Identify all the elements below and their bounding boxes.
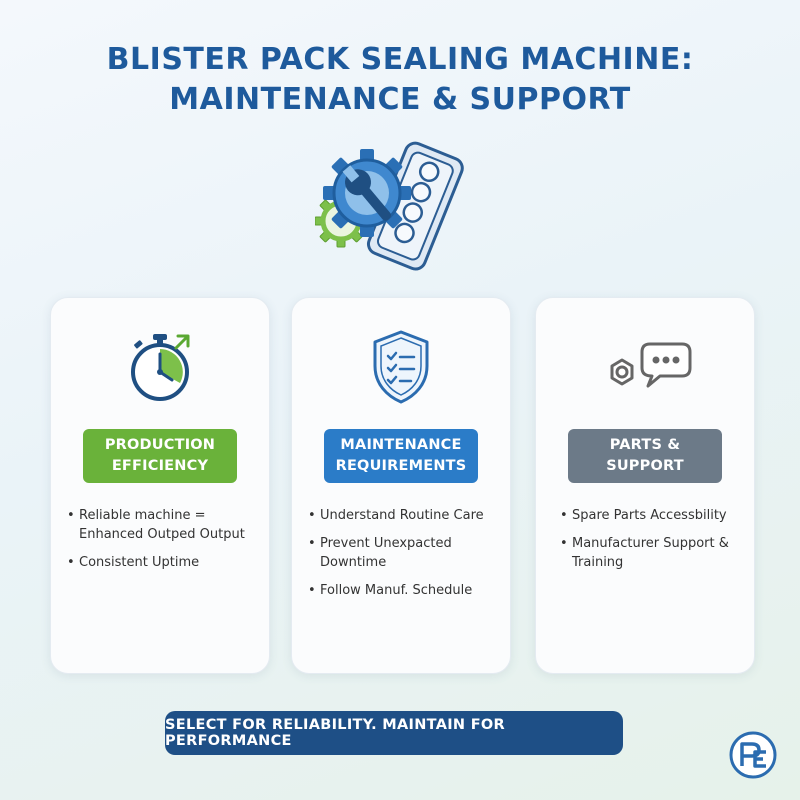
gear-wrench-blister-pack-icon: [315, 141, 464, 271]
bullet-list: Spare Parts Accessbility Manufacturer Su…: [550, 506, 750, 581]
stopwatch-icon: [131, 334, 190, 401]
page-title-line-1: BLISTER PACK SEALING MACHINE:: [106, 42, 694, 77]
production-efficiency-card: PRODUCTION EFFICIENCY Reliable machine =…: [50, 297, 270, 674]
card-title-line-2: EFFICIENCY: [111, 458, 209, 474]
parts-support-label: PARTS & SUPPORT: [568, 429, 722, 483]
card-title-line-1: PARTS &: [609, 437, 681, 453]
pe-logo-icon: [729, 731, 777, 779]
list-item: Consistent Uptime: [65, 553, 265, 572]
card-title-line-2: REQUIREMENTS: [335, 458, 467, 474]
list-item: Spare Parts Accessbility: [550, 506, 750, 525]
list-item: Reliable machine = Enhanced Outped Outpu…: [65, 506, 265, 544]
shield-checklist-icon: [373, 330, 429, 404]
page-title-line-2: MAINTENANCE & SUPPORT: [169, 82, 631, 117]
list-item: Follow Manuf. Schedule: [306, 581, 506, 600]
nut-chat-bubble-icon: [610, 342, 692, 388]
card-title-line-1: PRODUCTION: [104, 437, 216, 453]
maintenance-requirements-label: MAINTENANCE REQUIREMENTS: [324, 429, 478, 483]
list-item: Manufacturer Support & Training: [550, 534, 750, 572]
parts-support-card: PARTS & SUPPORT Spare Parts Accessbility…: [535, 297, 755, 674]
production-efficiency-label: PRODUCTION EFFICIENCY: [83, 429, 237, 483]
bullet-list: Understand Routine Care Prevent Unexpact…: [306, 506, 506, 609]
list-item: Understand Routine Care: [306, 506, 506, 525]
page-title: BLISTER PACK SEALING MACHINE: MAINTENANC…: [0, 40, 800, 120]
list-item: Prevent Unexpacted Downtime: [306, 534, 506, 572]
card-title-line-1: MAINTENANCE: [340, 437, 462, 453]
tagline-banner: SELECT FOR RELIABILITY. MAINTAIN FOR PER…: [165, 711, 623, 755]
maintenance-requirements-card: MAINTENANCE REQUIREMENTS Understand Rout…: [291, 297, 511, 674]
card-title-line-2: SUPPORT: [606, 458, 684, 474]
bullet-list: Reliable machine = Enhanced Outped Outpu…: [65, 506, 265, 581]
